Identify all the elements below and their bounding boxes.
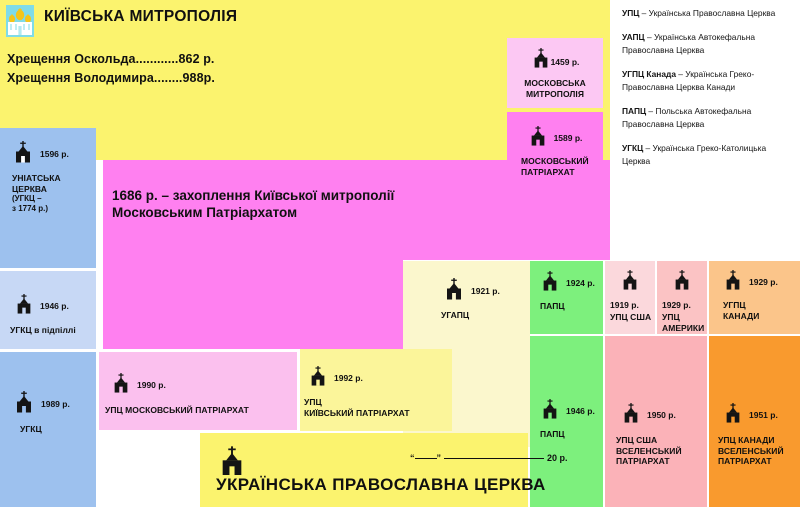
church-icon <box>621 402 641 429</box>
legend-dash: – <box>639 8 649 18</box>
card-uoc-moscow-patriarchate[interactable]: 1990 р. УПЦ МОСКОВСЬКИЙ ПАТРІАРХАТ <box>99 352 297 430</box>
legend-dash: – <box>644 32 654 42</box>
church-icon <box>672 269 692 296</box>
card-year: 1459 р. <box>550 56 580 67</box>
card-label: ПАПЦ <box>540 301 565 311</box>
card-uoc-usa-1919[interactable]: 1919 р. УПЦ США <box>605 261 655 334</box>
card-year: 1919 р. <box>610 300 639 310</box>
card-uniate-church[interactable]: 1596 р. УНІАТСЬКА ЦЕРКВА (УГКЦ – з 1774 … <box>0 128 96 268</box>
card-label: УПЦ КИЇВСЬКИЙ ПАТРІАРХАТ <box>304 397 410 418</box>
card-uoc-kyiv-patriarchate[interactable]: 1992 р. УПЦ КИЇВСЬКИЙ ПАТРІАРХАТ <box>300 349 452 431</box>
seizure-1686-text: 1686 р. – захоплення Київської митрополі… <box>112 188 395 220</box>
banner-dateline[interactable]: “ ” 20 р. <box>410 453 568 463</box>
card-papc-1946[interactable]: 1946 р. ПАПЦ <box>530 336 603 507</box>
legend-full: Українська Автокефальна Православна Церк… <box>622 32 755 55</box>
dateline-quote-close: ” <box>436 453 442 463</box>
card-moscow-patriarchate[interactable]: 1589 р. МОСКОВСЬКИЙ ПАТРІАРХАТ <box>507 112 603 190</box>
church-icon <box>12 140 34 169</box>
church-icon <box>531 47 551 74</box>
legend-item-ugkc: УГКЦ – Українська Греко-Католицька Церкв… <box>622 142 794 168</box>
card-year: 1929 р. <box>749 277 778 287</box>
card-label: МОСКОВСЬКА МИТРОПОЛІЯ <box>524 78 586 99</box>
legend-abbr: УПЦ <box>622 8 640 18</box>
card-ugcc-underground[interactable]: 1946 р. УГКЦ в підпіллі <box>0 271 96 349</box>
card-label: УГАПЦ <box>441 310 470 320</box>
card-year: 1992 р. <box>334 373 363 383</box>
seizure-1686-panel-left <box>103 160 403 349</box>
legend-full: Українська Православна Церква <box>648 8 776 18</box>
card-year: 1596 р. <box>40 149 69 159</box>
card-label: МОСКОВСЬКИЙ ПАТРІАРХАТ <box>521 156 589 177</box>
legend: УПЦ – Українська Православна Церква УАПЦ… <box>622 7 794 179</box>
legend-full: Українська Греко-Православна Церква Кана… <box>622 69 755 92</box>
page-title: КИЇВСЬКА МИТРОПОЛІЯ <box>44 8 238 25</box>
card-uoc-usa-ecumenical-1950[interactable]: 1950 р. УПЦ США ВСЕЛЕНСЬКИЙ ПАТРІАРХАТ <box>605 336 707 507</box>
card-year: 1924 р. <box>566 278 595 288</box>
card-label: УГКЦ в підпіллі <box>10 325 76 335</box>
baptism-askold-line: Хрещення Оскольда............862 р. <box>7 52 215 66</box>
legend-abbr: УАПЦ <box>622 32 645 42</box>
card-label: УПЦ КАНАДИ ВСЕЛЕНСЬКИЙ ПАТРІАРХАТ <box>718 435 784 466</box>
card-uoc-america-1929[interactable]: 1929 р. УПЦ АМЕРИКИ <box>657 261 707 334</box>
card-label: УНІАТСЬКА ЦЕРКВА <box>12 173 61 194</box>
legend-dash: – <box>643 143 653 153</box>
card-year: 1950 р. <box>647 410 676 420</box>
church-icon <box>723 402 743 429</box>
card-label: УПЦ США <box>610 312 652 322</box>
church-icon <box>443 277 465 306</box>
card-label: УПЦ МОСКОВСЬКИЙ ПАТРІАРХАТ <box>105 405 249 415</box>
card-year: 1589 р. <box>553 133 583 143</box>
card-year: 1951 р. <box>749 410 778 420</box>
legend-item-ugpc-canada: УГПЦ Канада – Українська Греко-Православ… <box>622 68 794 94</box>
legend-dash: – <box>646 106 656 116</box>
legend-abbr: ПАПЦ <box>622 106 647 116</box>
dateline-day-blank[interactable] <box>414 458 437 459</box>
card-label: УПЦ АМЕРИКИ <box>662 312 705 333</box>
card-label: УГКЦ <box>20 424 42 434</box>
uoc-banner[interactable] <box>200 433 528 507</box>
card-year: 1989 р. <box>41 399 70 409</box>
legend-abbr: УГКЦ <box>622 143 644 153</box>
legend-abbr: УГПЦ Канада <box>622 69 676 79</box>
dateline-year-prefix: 20 <box>547 453 558 463</box>
legend-item-upc: УПЦ – Українська Православна Церква <box>622 7 794 20</box>
card-year: 1921 р. <box>471 286 500 296</box>
card-papc-1924[interactable]: 1924 р. ПАПЦ <box>530 261 603 334</box>
church-icon <box>540 398 560 425</box>
legend-item-papc: ПАПЦ – Польська Автокефальна Православна… <box>622 105 794 131</box>
church-icon <box>111 372 131 399</box>
card-label: ПАПЦ <box>540 429 565 439</box>
legend-item-uapc: УАПЦ – Українська Автокефальна Православ… <box>622 31 794 57</box>
card-label: УПЦ США ВСЕЛЕНСЬКИЙ ПАТРІАРХАТ <box>616 435 682 466</box>
cathedral-icon <box>6 5 34 37</box>
baptism-volodymyr-line: Хрещення Володимира........988р. <box>7 71 215 85</box>
dateline-year-suffix: р. <box>559 453 568 463</box>
church-icon <box>723 269 743 296</box>
church-icon <box>528 125 548 152</box>
church-icon <box>14 293 34 320</box>
card-year: 1946 р. <box>40 301 69 311</box>
card-label: УГПЦ КАНАДИ <box>723 300 760 321</box>
card-moscow-metropolis[interactable]: 1459 р. МОСКОВСЬКА МИТРОПОЛІЯ <box>507 38 603 108</box>
dateline-quote-open: “ <box>410 453 415 463</box>
legend-dash: – <box>675 69 686 79</box>
church-icon <box>217 445 247 482</box>
card-uoc-canada-ecumenical-1951[interactable]: 1951 р. УПЦ КАНАДИ ВСЕЛЕНСЬКИЙ ПАТРІАРХА… <box>709 336 800 507</box>
church-icon <box>540 270 560 297</box>
card-year: 1990 р. <box>137 380 166 390</box>
church-icon <box>13 390 35 419</box>
dateline-month-blank[interactable] <box>444 458 544 459</box>
uoc-banner-title: УКРАЇНСЬКА ПРАВОСЛАВНА ЦЕРКВА <box>216 475 546 494</box>
card-year: 1946 р. <box>566 406 595 416</box>
card-ugoc-canada-1929[interactable]: 1929 р. УГПЦ КАНАДИ <box>709 261 800 334</box>
legend-full: Польська Автокефальна Православна Церква <box>622 106 752 129</box>
church-icon <box>620 269 640 296</box>
church-icon <box>308 365 328 392</box>
legend-full: Українська Греко-Католицька Церква <box>622 143 767 166</box>
card-ugcc[interactable]: 1989 р. УГКЦ <box>0 352 96 507</box>
card-year: 1929 р. <box>662 300 691 310</box>
card-sublabel: (УГКЦ – з 1774 р.) <box>12 194 48 213</box>
